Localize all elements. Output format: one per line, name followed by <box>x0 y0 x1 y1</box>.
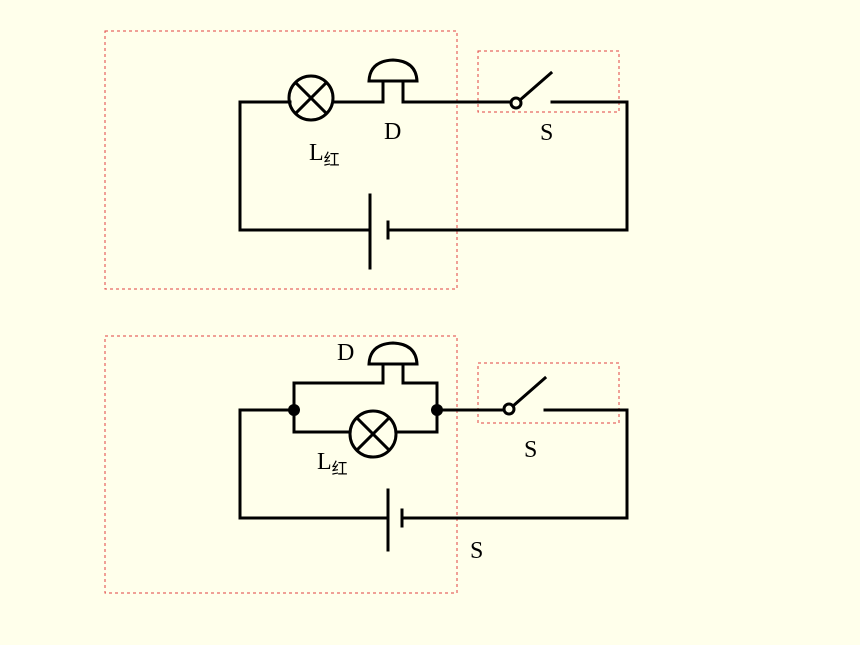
bottom-lamp-label: L红 <box>317 449 348 478</box>
bottom-switch-label: S <box>524 437 537 463</box>
bottom-buzzer-icon <box>367 341 419 385</box>
top-buzzer-icon <box>367 58 419 104</box>
bottom-junction-right <box>431 404 443 416</box>
bottom-lower-branch-right <box>394 408 439 434</box>
bottom-upper-branch-left <box>292 381 385 412</box>
bottom-dashed-box-left <box>104 335 458 594</box>
bottom-buzzer-label: D <box>337 340 354 366</box>
bottom-battery-symbol <box>386 488 404 552</box>
bottom-switch-icon <box>502 375 548 416</box>
top-buzzer-label: D <box>384 119 401 145</box>
top-dashed-box-left <box>104 30 458 290</box>
bottom-extra-label: S <box>470 538 483 564</box>
bottom-lower-branch-left <box>292 408 352 434</box>
top-dashed-box-switch <box>477 50 620 113</box>
bottom-left-wire <box>238 408 390 520</box>
bottom-right-wire <box>543 408 629 520</box>
top-left-wire <box>238 100 372 232</box>
circuit-top: L红 D S <box>104 30 629 290</box>
bottom-lamp-icon <box>348 409 398 459</box>
top-lamp-label: L红 <box>309 140 340 169</box>
bottom-junction-left <box>288 404 300 416</box>
bottom-dashed-box-switch <box>477 362 620 424</box>
top-lamp-icon <box>287 74 335 122</box>
top-switch-label: S <box>540 120 553 146</box>
top-battery-symbol <box>368 193 390 270</box>
circuit-bottom: D L红 S S <box>104 335 629 594</box>
top-right-wire <box>550 100 629 232</box>
top-switch-icon <box>509 70 554 110</box>
bottom-upper-branch-right <box>401 381 439 412</box>
